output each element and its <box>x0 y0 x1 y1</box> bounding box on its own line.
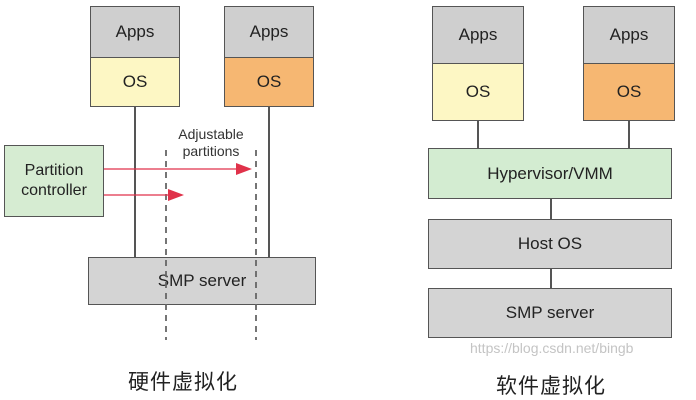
hypervisor-label: Hypervisor/VMM <box>487 163 613 183</box>
partition-controller-box: Partition controller <box>4 145 104 217</box>
sw-caption: 软件虚拟化 <box>496 374 606 398</box>
sw-host-to-smp-connector <box>550 268 552 288</box>
sw-apps-right-box: Apps <box>583 6 675 64</box>
hw-apps-right-label: Apps <box>249 22 289 41</box>
sw-os-left-box: OS <box>432 63 524 121</box>
hw-os-right-box: OS <box>224 57 314 107</box>
partition-arrow-top-head <box>236 163 252 175</box>
adjustable-line2: partitions <box>182 143 240 159</box>
watermark-text: https://blog.csdn.net/bingb <box>470 340 634 356</box>
sw-smp-server-label: SMP server <box>505 303 595 322</box>
hypervisor-box: Hypervisor/VMM <box>428 148 672 199</box>
hw-left-connector <box>134 106 136 258</box>
adjustable-line1: Adjustable <box>178 126 244 142</box>
partition-label-line1: Partition <box>24 162 84 179</box>
sw-os-right-label: OS <box>616 82 642 101</box>
hw-caption: 硬件虚拟化 <box>128 370 238 394</box>
hw-smp-server-box: SMP server <box>88 257 316 305</box>
adjustable-partitions-label: Adjustable partitions <box>164 126 258 160</box>
sw-apps-right-label: Apps <box>609 25 649 44</box>
host-os-box: Host OS <box>428 219 672 269</box>
hw-right-connector <box>268 106 270 258</box>
partition-arrow-bottom-head <box>168 189 184 201</box>
hw-os-left-box: OS <box>90 57 180 107</box>
partition-label-line2: controller <box>21 182 87 199</box>
hw-os-right-label: OS <box>256 72 282 91</box>
sw-os-left-label: OS <box>465 82 491 101</box>
hw-smp-server-label: SMP server <box>157 271 247 290</box>
sw-right-connector <box>628 120 630 148</box>
host-os-label: Host OS <box>517 234 583 253</box>
sw-hyper-to-host-connector <box>550 198 552 220</box>
sw-smp-server-box: SMP server <box>428 288 672 338</box>
sw-os-right-box: OS <box>583 63 675 121</box>
hw-apps-left-label: Apps <box>115 22 155 41</box>
sw-left-connector <box>477 120 479 148</box>
sw-apps-left-label: Apps <box>458 25 498 44</box>
hw-os-left-label: OS <box>122 72 148 91</box>
sw-apps-left-box: Apps <box>432 6 524 64</box>
